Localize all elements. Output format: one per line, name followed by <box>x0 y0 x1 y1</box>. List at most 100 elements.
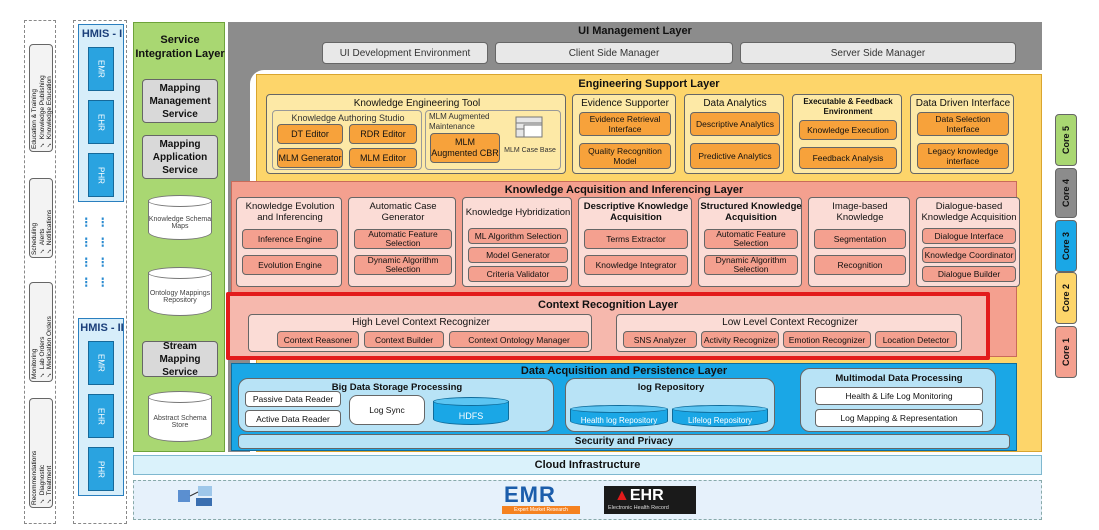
app-group-item: ✓ Medication Orders <box>46 316 53 379</box>
app-group-title: Monitoring <box>31 348 38 379</box>
low-level-context-recognizer: Low Level Context Recognizer SNS Analyze… <box>616 314 962 352</box>
ddi-title: Data Driven Interface <box>915 97 1011 109</box>
knowledge-schema-maps: Knowledge Schema Maps <box>148 195 212 243</box>
analytics-title: Data Analytics <box>703 97 767 109</box>
engineering-layer-title: Engineering Support Layer <box>578 78 720 90</box>
app-group-recommendations: Recommendations ✓ Diagnostic ✓ Treatment <box>29 398 53 508</box>
kai-module-item: Segmentation <box>814 229 906 249</box>
log-mapping-representation: Log Mapping & Representation <box>815 409 983 427</box>
app-group-education: Education & Training ✓ Knowledge Publish… <box>29 44 53 152</box>
mlm-maint-title: MLM Augmented Maintenance <box>429 112 490 131</box>
ehr-logo: ▲EHR Electronic Health Record <box>604 486 696 514</box>
app-group-monitoring: Monitoring ✓ Lab Orders ✓ Medication Ord… <box>29 282 53 382</box>
emotion-recognizer: Emotion Recognizer <box>783 331 871 348</box>
kai-module-item: Recognition <box>814 255 906 275</box>
abstract-schema-store: Abstract Schema Store <box>148 391 212 445</box>
kai-module-item: Knowledge Coordinator <box>922 247 1016 263</box>
mlm-augmented-cbr: MLM Augmented CBR <box>430 133 500 163</box>
core-4: Core 4 <box>1055 168 1077 218</box>
hmis-phr: PHR <box>88 153 114 197</box>
hmis-ellipsis: ⁝⁝⁝⁝⁝⁝⁝⁝ <box>84 214 117 290</box>
network-icon <box>176 484 216 508</box>
server-side-manager: Server Side Manager <box>740 42 1016 64</box>
knowledge-authoring-studio: Knowledge Authoring Studio DT Editor RDR… <box>272 110 422 170</box>
kai-module-item: Inference Engine <box>242 229 338 249</box>
location-detector: Location Detector <box>875 331 957 348</box>
health-log-repository: Health log Repository <box>570 405 668 429</box>
app-group-item: ✓ Notifications <box>46 209 53 255</box>
hdfs-database: HDFS <box>433 397 509 427</box>
legacy-knowledge-interface: Legacy knowledge interface <box>917 143 1009 169</box>
core-2: Core 2 <box>1055 272 1077 324</box>
predictive-analytics: Predictive Analytics <box>690 143 780 169</box>
log-sync: Log Sync <box>349 395 425 425</box>
security-and-privacy: Security and Privacy <box>238 434 1010 449</box>
kai-module-item: Model Generator <box>468 247 568 263</box>
app-group-title: Scheduling <box>31 222 38 255</box>
app-group-title: Recommendations <box>31 450 38 505</box>
hmis-emr: EMR <box>88 47 114 91</box>
ui-development-environment: UI Development Environment <box>322 42 488 64</box>
context-reasoner: Context Reasoner <box>277 331 359 348</box>
sns-analyzer: SNS Analyzer <box>623 331 697 348</box>
kai-module-item: Dynamic Algorithm Selection <box>354 255 452 275</box>
applications-panel <box>24 20 56 524</box>
bigdata-title: Big Data Storage Processing <box>331 381 463 393</box>
high-level-title: High Level Context Recognizer <box>352 316 490 328</box>
kai-module-item: Dynamic Algorithm Selection <box>704 255 798 275</box>
evidence-title: Evidence Supporter <box>581 97 669 109</box>
ket-title: Knowledge Engineering Tool <box>353 97 481 109</box>
client-side-manager: Client Side Manager <box>495 42 733 64</box>
mlm-augmented-maintenance: MLM Augmented Maintenance MLM Augmented … <box>425 110 561 170</box>
data-driven-interface: Data Driven Interface Data Selection Int… <box>910 94 1014 174</box>
studio-title: Knowledge Authoring Studio <box>291 112 405 123</box>
service-integration-layer: Service Integration Layer Mapping Manage… <box>133 22 225 452</box>
core-5: Core 5 <box>1055 114 1077 166</box>
knowledge-engineering-tool: Knowledge Engineering Tool Knowledge Aut… <box>266 94 566 174</box>
hmis-ehr: EHR <box>88 394 114 438</box>
dap-layer-title: Data Acquisition and Persistence Layer <box>520 364 728 377</box>
kai-module-item: Automatic Feature Selection <box>354 229 452 249</box>
mlm-case-base-icon <box>512 115 546 139</box>
app-group-item: ✓ Treatment <box>46 465 53 505</box>
executable-title: Executable & Feedback Environment <box>803 97 893 116</box>
logo-strip <box>133 480 1042 520</box>
passive-data-reader: Passive Data Reader <box>245 391 341 407</box>
kai-module-title: Automatic Case Generator <box>369 201 437 223</box>
hmis-title: HMIS - II <box>80 322 124 334</box>
active-data-reader: Active Data Reader <box>245 410 341 427</box>
low-level-title: Low Level Context Recognizer <box>722 316 858 328</box>
cloud-infrastructure: Cloud Infrastructure <box>133 455 1042 475</box>
kai-module-item: Automatic Feature Selection <box>704 229 798 249</box>
app-group-scheduling: Scheduling ✓ Alerts ✓ Notifications <box>29 178 53 258</box>
mlm-editor: MLM Editor <box>349 148 417 168</box>
knowledge-execution: Knowledge Execution <box>799 120 897 140</box>
context-builder: Context Builder <box>364 331 444 348</box>
kai-module-item: Terms Extractor <box>584 229 688 249</box>
ontology-mappings-repository: Ontology Mappings Repository <box>148 267 212 319</box>
core-1: Core 1 <box>1055 326 1077 378</box>
kai-module-item: Knowledge Integrator <box>584 255 688 275</box>
multimodal-data-processing: Multimodal Data Processing Health & Life… <box>800 368 996 432</box>
data-selection-interface: Data Selection Interface <box>917 112 1009 136</box>
quality-recognition-model: Quality Recognition Model <box>579 143 671 169</box>
context-ontology-manager: Context Ontology Manager <box>449 331 589 348</box>
kai-module-title: Dialogue-based Knowledge Acquisition <box>921 201 1017 223</box>
core-3: Core 3 <box>1055 220 1077 272</box>
kai-module-item: ML Algorithm Selection <box>468 228 568 244</box>
logrepo-title: log Repository <box>637 381 705 393</box>
app-group-item: ✓ Knowledge Education <box>46 76 53 149</box>
kai-module-item: Dialogue Interface <box>922 228 1016 244</box>
executable-feedback-environment: Executable & Feedback Environment Knowle… <box>792 94 902 174</box>
mapping-application-service: Mapping Application Service <box>142 135 218 179</box>
mlm-case-base: MLM Case Base <box>504 146 556 154</box>
hmis-i: HMIS - I EMR EHR PHR <box>78 24 124 202</box>
